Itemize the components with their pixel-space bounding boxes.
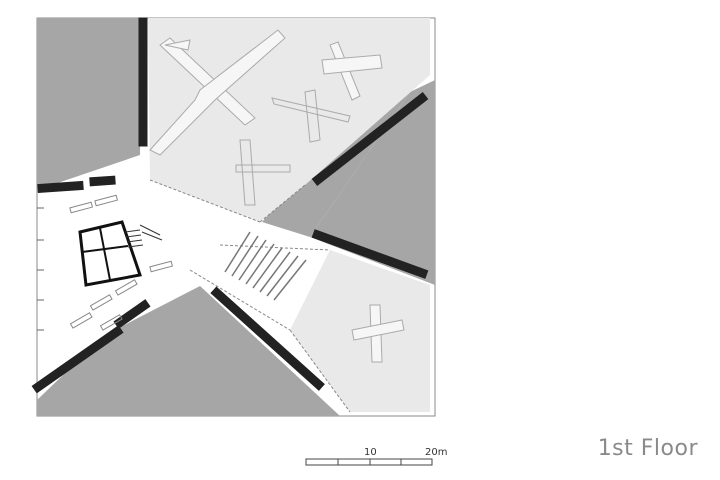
wall-left-horizontal-2 bbox=[89, 175, 116, 187]
scale-label-10: 10 bbox=[364, 447, 377, 458]
wall-diagonal-upper-right bbox=[311, 92, 429, 186]
airplane-icon bbox=[149, 29, 405, 363]
wall-diagonal-bottom-left bbox=[31, 325, 124, 394]
core-block bbox=[78, 220, 142, 287]
stair-icon bbox=[124, 224, 163, 248]
wall-diagonal-bottom bbox=[210, 286, 325, 391]
wall-left-horizontal bbox=[37, 180, 84, 194]
dark-area-bottom bbox=[37, 286, 340, 416]
seating-icon bbox=[224, 231, 307, 301]
floor-title: 1st Floor bbox=[597, 436, 698, 461]
dark-area-right bbox=[310, 80, 435, 285]
scale-label-20: 20m bbox=[425, 447, 448, 458]
wall-top-vertical bbox=[138, 17, 148, 147]
scale-bar bbox=[305, 458, 433, 466]
wall-diagonal-bottom-left-2 bbox=[113, 299, 151, 329]
dark-area-top-left bbox=[37, 18, 142, 190]
wall-diagonal-right bbox=[311, 229, 429, 279]
